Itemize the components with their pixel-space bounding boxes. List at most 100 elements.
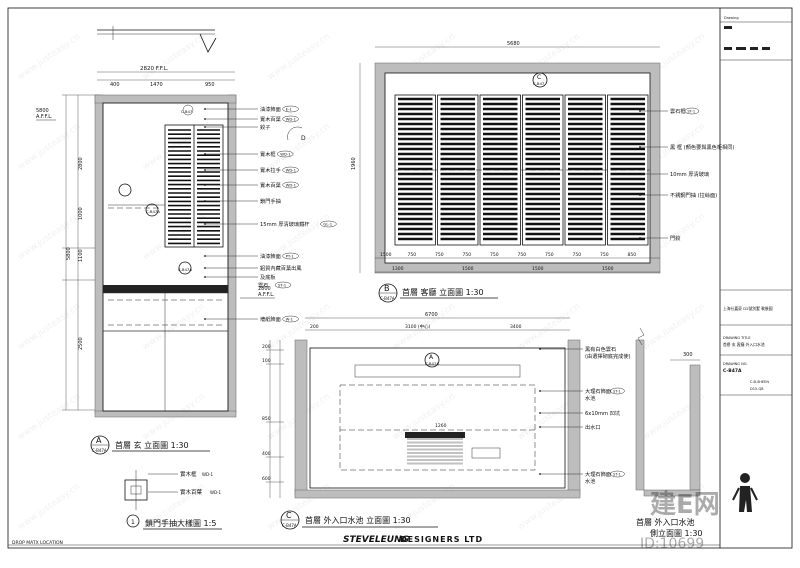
ref-tag <box>282 166 299 174</box>
bottom-left-caption: DROP MATX LOCATION <box>12 540 63 546</box>
ref-c: ST-1 <box>613 390 621 394</box>
leader-dot <box>204 118 206 120</box>
detail-title: 鎖門手抽大樣圖 1:5 <box>145 518 216 528</box>
dim-c-200: 200 <box>310 324 319 330</box>
pool-frame <box>309 347 566 489</box>
leader-dot <box>539 426 541 428</box>
callout-a: 及底板 <box>260 273 276 281</box>
callout-c: 水池 <box>585 394 595 402</box>
dim-b-bottom: 750 <box>545 252 554 258</box>
title-d-2: 側立面圖 1:30 <box>650 528 703 538</box>
dim-b-bottom: 750 <box>600 252 609 258</box>
callout-a: 實木百葉 <box>260 181 282 189</box>
callout-a: 油漆飾面 <box>260 105 281 113</box>
leader-dot <box>204 184 206 186</box>
callout-a: 鎖門手抽 <box>260 197 281 205</box>
leader-dot <box>204 126 206 128</box>
callout-b: 不銹鋼門抽 (拉絲面) <box>670 191 717 199</box>
dim-b-total: 1300 <box>392 266 404 272</box>
dim-b-top: 5680 <box>507 41 520 47</box>
leader-dot <box>204 223 206 225</box>
level-a-label: A.F.F.L. <box>36 114 53 120</box>
title-b: 首層 客廳 立面圖 1:30 <box>402 287 484 297</box>
sheet-border <box>7 7 793 549</box>
section-bubble-a3 <box>178 261 192 275</box>
leader-dot <box>204 255 206 257</box>
ref-a: WD-1 <box>286 183 297 188</box>
section-bubble-a1 <box>118 183 132 197</box>
tb-drawing-title-label: DRAWING TITLE <box>723 336 751 340</box>
detail-callout-2: 實木百葉 <box>180 488 203 496</box>
bubble-a-low: C-B47A <box>178 267 192 272</box>
ref-a: WD-1 <box>286 168 297 173</box>
callout-b: 10mm 厚清玻璃 <box>670 170 709 178</box>
leader-dot <box>204 169 206 171</box>
leader-dot <box>639 146 641 148</box>
ref-a: ST-1 <box>278 283 287 288</box>
company-name: STEVELEUNG DESIGNERS LTD <box>343 535 483 545</box>
dim-c-left: 850 <box>262 416 271 422</box>
tb-note-1: C.B.SHEEN <box>750 380 769 384</box>
dim-c-left: 200 <box>262 344 271 350</box>
callout-a: 油漆飾面 <box>260 252 281 260</box>
leader-dot <box>539 390 541 392</box>
callout-a: 實木拉手 <box>260 166 281 174</box>
tb-drawing-title: 首層 玄 客廳 外入口水池 <box>723 342 765 347</box>
callout-a: 鉸子 <box>260 123 270 131</box>
callout-c: 大理石飾面 <box>585 387 611 395</box>
elevation-a: 2820 F.F.L. 400 1470 950 5800 A.F.F.L. 2… <box>36 26 337 455</box>
leader-dot <box>204 318 206 320</box>
callout-b: 黑 框 (顏色要與黑色柜相同) <box>670 143 734 151</box>
dim-a-left-3: 1100 <box>78 249 84 262</box>
ref-tag <box>276 150 294 158</box>
ref-a: W-1 <box>286 317 294 322</box>
dim-a-400: 400 <box>110 82 120 88</box>
detail-ref-2: WD-1 <box>210 490 221 495</box>
company-name-rest: DESIGNERS LTD <box>400 535 483 544</box>
dim-b-bottom: 850 <box>628 252 637 258</box>
ref-tag <box>610 470 625 478</box>
callout-a: 15mm 厚清玻璃鐵杆 <box>260 220 309 228</box>
ref-tag <box>274 281 292 289</box>
dim-b-bottom: 1500 <box>380 252 392 258</box>
dim-c-left: 400 <box>262 451 271 457</box>
ref-a: PT-1 <box>286 254 295 259</box>
company-name-bold: STEVELEUNG <box>343 535 409 545</box>
callout-a: 實木百葉 <box>260 115 282 123</box>
bubble-a-mid: C-B47A <box>146 209 160 214</box>
callout-a: 墻紙飾面 <box>260 315 281 323</box>
elevation-c: 6700 200 3100 (中心) 3400 A C-B47A 2001008… <box>262 312 631 530</box>
bubble-a-top: C-B47 <box>181 109 193 114</box>
callout-c: 出水口 <box>585 423 601 431</box>
leader-dot <box>204 267 206 269</box>
dim-a-950: 950 <box>205 82 215 88</box>
dim-b-bottom: 750 <box>408 252 417 258</box>
dim-b-bottom: 750 <box>518 252 527 258</box>
tb-drawing-no-label: DRAWING NO. <box>723 362 747 366</box>
ref-tag <box>282 181 299 189</box>
ref-tag <box>282 315 299 323</box>
callout-a: 鋁質內藏百葉出風 <box>260 264 302 272</box>
leader-dot <box>639 237 641 239</box>
leader-dot <box>639 194 641 196</box>
dim-b-bottom: 750 <box>573 252 582 258</box>
leader-dot <box>539 412 541 414</box>
level-a-right-label: A.F.F.L. <box>258 292 275 298</box>
dim-a-left-2: 1000 <box>78 207 84 220</box>
leader-dot <box>204 200 206 202</box>
level-a-right-value: 2800 <box>258 286 271 292</box>
ref-tag <box>610 387 625 395</box>
dim-a-1470: 1470 <box>150 82 163 88</box>
detail-ref-1: WD-1 <box>202 472 213 477</box>
tb-drawing-no: C-B47A <box>723 368 742 374</box>
bubble-b-letter: C <box>537 74 541 81</box>
title-ref-b: C-B47A <box>380 296 395 301</box>
leader-dot <box>639 110 641 112</box>
callout-a: 實木框 <box>260 150 276 158</box>
dim-c-mid: 1260 <box>435 423 447 429</box>
ref-tag <box>282 252 299 260</box>
ref-a: WD-1 <box>280 152 291 157</box>
leader-dot <box>639 173 641 175</box>
elevation-d: 300 首層 外入口水池 側立面圖 1:30 <box>635 327 703 538</box>
